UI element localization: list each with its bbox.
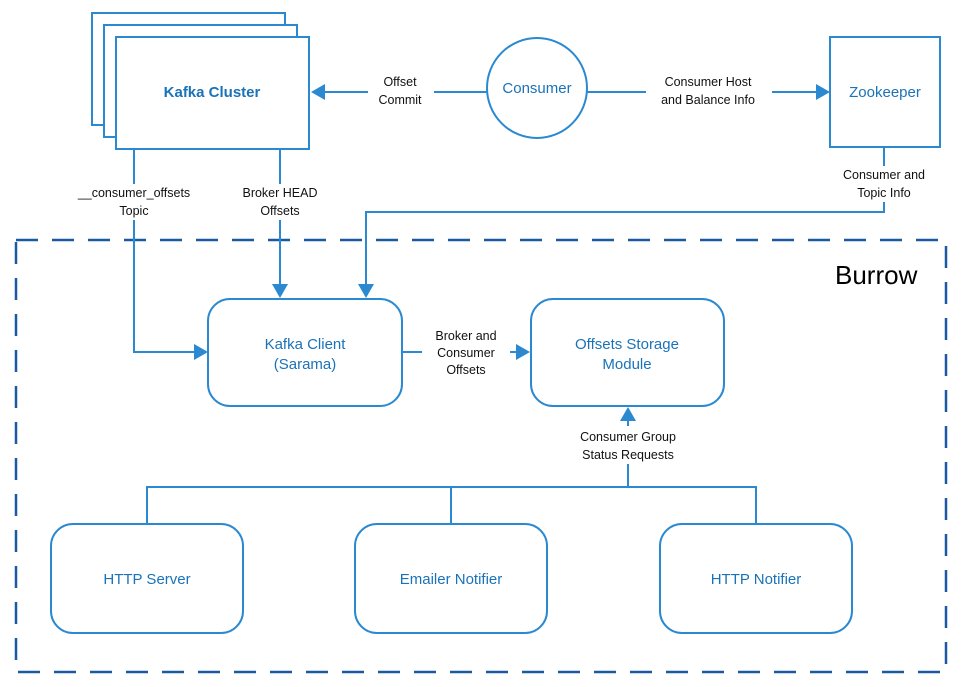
kafka-client-label-2: (Sarama) — [274, 356, 337, 373]
burrow-group-title: Burrow — [835, 260, 918, 290]
zookeeper-node: Zookeeper — [829, 36, 941, 148]
edge-consumer-host-label-bg — [646, 72, 772, 110]
edge-consumer-topic-info-line — [365, 147, 885, 284]
kafka-client-label-1: Kafka Client — [265, 336, 347, 353]
kafka-cluster-label: Kafka Cluster — [164, 84, 261, 101]
emailer-notifier-node: Emailer Notifier — [354, 523, 548, 634]
edge-consumer-topic-info-label-bg — [828, 166, 940, 202]
edge-offset-commit-arrowhead — [311, 84, 325, 100]
edge-offset-commit-label-bg — [368, 72, 434, 110]
edge-consumer-topic-info-label-1: Consumer and — [843, 168, 925, 182]
edge-consumer-host-label-1: Consumer Host — [665, 75, 752, 89]
edge-consumer-topic-info-label-2: Topic Info — [857, 186, 911, 200]
edge-consumer-topic-info: Consumer and Topic Info — [358, 147, 940, 298]
http-notifier-node: HTTP Notifier — [659, 523, 853, 634]
edge-consumer-host-label-2: and Balance Info — [661, 93, 755, 107]
kafka-cluster-box — [115, 36, 310, 150]
edge-consumer-host: Consumer Host and Balance Info — [587, 72, 830, 110]
edge-broker-consumer-offsets: Broker and Consumer Offsets — [402, 328, 530, 378]
http-server-node: HTTP Server — [50, 523, 244, 634]
kafka-client-node: Kafka Client (Sarama) — [207, 298, 403, 407]
edge-group-status: Consumer Group Status Requests — [146, 407, 757, 524]
http-notifier-label: HTTP Notifier — [711, 571, 802, 588]
emailer-notifier-box — [354, 523, 548, 634]
edge-consumer-offsets-topic-line — [133, 149, 194, 353]
edge-consumer-offsets-topic-arrowhead — [194, 344, 208, 360]
offsets-storage-label-1: Offsets Storage — [575, 336, 679, 353]
edge-broker-consumer-offsets-arrowhead — [516, 344, 530, 360]
offsets-storage-label-2: Module — [602, 356, 651, 373]
edge-group-status-label-1: Consumer Group — [580, 430, 676, 444]
edge-offset-commit: Offset Commit — [311, 72, 487, 110]
offsets-storage-node: Offsets Storage Module — [530, 298, 725, 407]
edge-broker-consumer-offsets-label-2: Consumer — [437, 346, 495, 360]
edge-offset-commit-label-2: Commit — [378, 93, 422, 107]
edge-consumer-topic-info-arrowhead — [358, 284, 374, 298]
http-server-box — [50, 523, 244, 634]
edge-consumer-host-arrowhead — [816, 84, 830, 100]
http-server-label: HTTP Server — [103, 571, 190, 588]
edge-broker-consumer-offsets-label-1: Broker and — [435, 329, 496, 343]
emailer-notifier-label: Emailer Notifier — [400, 571, 503, 588]
edge-broker-head-label-2: Offsets — [260, 204, 299, 218]
consumer-label: Consumer — [502, 80, 571, 97]
consumer-node: Consumer — [486, 37, 588, 139]
kafka-cluster-node: Kafka Cluster — [91, 12, 310, 150]
edge-offset-commit-label-1: Offset — [383, 75, 417, 89]
edge-consumer-offsets-topic-label-1: __consumer_offsets — [77, 186, 190, 200]
edge-broker-head-label-1: Broker HEAD — [242, 186, 317, 200]
offsets-storage-box — [530, 298, 725, 407]
consumer-circle — [486, 37, 588, 139]
edge-consumer-offsets-topic-label-2: Topic — [119, 204, 148, 218]
edge-group-status-arrowhead — [620, 407, 636, 421]
edge-consumer-offsets-topic-label-bg — [64, 184, 206, 220]
edge-consumer-offsets-topic: __consumer_offsets Topic — [64, 149, 208, 360]
edge-group-status-label-bg — [562, 426, 694, 464]
edge-broker-consumer-offsets-label-bg — [422, 328, 510, 378]
zookeeper-label: Zookeeper — [849, 84, 921, 101]
edge-broker-head-arrowhead — [272, 284, 288, 298]
edge-broker-consumer-offsets-label-3: Offsets — [446, 363, 485, 377]
edge-broker-head: Broker HEAD Offsets — [232, 149, 328, 298]
http-notifier-box — [659, 523, 853, 634]
edge-group-status-label-2: Status Requests — [582, 448, 674, 462]
edge-broker-head-label-bg — [232, 184, 328, 220]
